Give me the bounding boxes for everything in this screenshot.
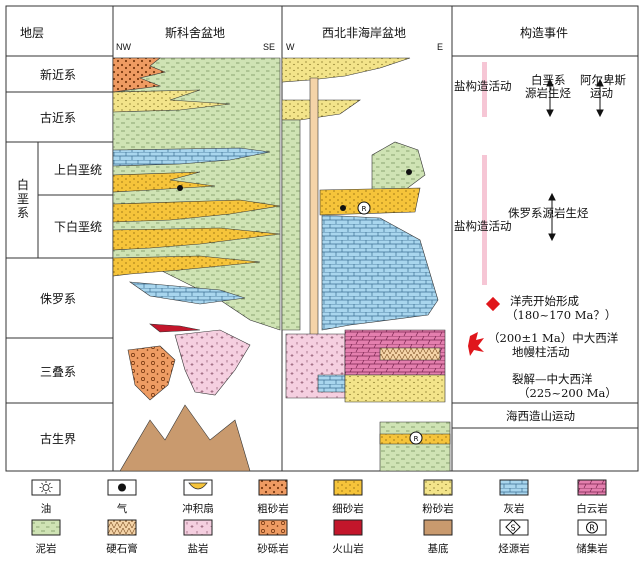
legend-label-dolomite: 白云岩 [576,503,608,515]
e-label: E [437,42,444,52]
scotian-volcanic [149,323,201,333]
nwa-paleozoic-mud [379,421,451,472]
event-arrows [546,78,604,242]
dot-icon [118,483,126,492]
stratum-lower-cretaceous: 下白垩统 [54,220,103,234]
stratum-paleozoic: 古生界 [40,432,77,446]
legend-label-limestone: 灰岩 [503,503,525,515]
event-rifting-2: （225~200 Ma） [518,386,617,400]
stratum-upper-cretaceous: 上白垩统 [54,163,103,177]
legend-label-salt: 盐岩 [187,543,209,555]
scotian-coarse-top [112,57,166,93]
event-rifting-1: 裂解—中大西洋 [512,372,593,386]
circle-r-icon: R [586,521,598,534]
nwa-anhydrite [379,347,441,361]
svg-text:R: R [589,524,595,533]
event-atlas-1: 阿尔卑斯 [580,73,626,87]
nwa-silt-low [344,374,446,403]
svg-text:R: R [414,435,419,443]
nwa-silt-top [281,57,411,83]
mantle-plume-marker [468,332,484,356]
legend-icons: S R [39,481,598,535]
nwa-lime-low [317,374,346,393]
event-mantle-plume-1: （200±1 Ma）中大西洋 [488,331,619,345]
legend-label-source-rock: 烃源岩 [498,543,530,555]
legend-label-basement: 基底 [427,543,449,555]
se-label: SE [263,42,276,52]
scotian-lime-low [128,281,246,305]
legend-label-conglomerate: 砂砾岩 [257,543,289,555]
legend-label-siltstone: 粉砂岩 [422,503,454,515]
event-salt-tectonics-1: 盐构造活动 [454,79,512,93]
event-mantle-plume-2: 地幔柱活动 [512,345,570,359]
scotian-fine-band-2 [112,199,281,223]
scotian-fine-band-3 [112,227,281,251]
svg-text:S: S [510,524,515,533]
scotian-fine-band-4 [112,255,261,277]
scotian-conglomerate [127,345,176,401]
nw-label: NW [116,42,131,52]
header-nw-africa-basin: 西北非海岸盆地 [322,26,407,40]
event-cretaceous-source-2: 源岩生烃 [525,86,571,100]
header-strata: 地层 [20,26,45,40]
header-tectonic-events: 构造事件 [520,26,569,40]
event-atlas-2: 运动 [590,86,613,100]
stratum-jurassic: 侏罗系 [40,292,77,306]
nw-africa-section [281,57,451,472]
legend-label-volcanic: 火山岩 [332,543,364,555]
legend-label-anhydrite: 硬石膏 [106,543,138,555]
event-bars [482,62,487,285]
nwa-pipe [309,77,319,341]
stratum-cretaceous: 白垩系 [17,178,30,220]
event-cretaceous-source-1: 白垩系 [531,73,566,87]
nwa-lime-body [321,214,439,331]
diamond-s-icon: S [505,519,521,535]
table-grid [5,5,639,472]
legend-label-alluvial-fan: 冲积扇 [182,503,214,515]
legend-swatches [31,479,607,536]
scotian-section [112,57,281,472]
nwa-fine-band [319,187,421,216]
event-hercynian: 海西造山运动 [506,409,575,423]
nwa-silt-mid [281,99,361,121]
header-scotian-basin: 斯科舍盆地 [165,26,226,40]
legend-label-gas: 气 [116,503,128,515]
scotian-basement [119,404,251,472]
scotian-fine-band-1 [112,171,216,193]
w-label: W [286,42,295,52]
event-oceanic-crust-1: 洋壳开始形成 [510,294,579,308]
legend-label-reservoir: 储集岩 [576,543,608,555]
sun-icon [39,481,53,494]
legend-label-coarse-sandstone: 粗砂岩 [257,503,289,515]
legend-label-oil: 油 [40,503,52,515]
scotian-lime-band [112,147,271,167]
nwa-mud-left [281,119,301,331]
nwa-mud-upper [371,141,426,191]
event-jurassic-source: 侏罗系源岩生烃 [508,206,589,220]
event-salt-tectonics-2: 盐构造活动 [454,219,512,233]
fan-icon [188,482,208,490]
section-markers: R R [177,169,423,445]
scotian-salt [174,329,251,396]
legend-label-fine-sandstone: 细砂岩 [332,503,364,515]
scotian-silt-band-1 [112,89,231,113]
svg-text:R: R [362,205,367,213]
legend-label-mudstone: 泥岩 [35,543,57,555]
stratum-paleogene: 古近系 [40,111,77,125]
stratum-triassic: 三叠系 [40,365,77,379]
oceanic-crust-marker [485,296,501,312]
stratum-neogene: 新近系 [40,68,77,82]
event-oceanic-crust-2: （180~170 Ma？） [506,308,617,322]
